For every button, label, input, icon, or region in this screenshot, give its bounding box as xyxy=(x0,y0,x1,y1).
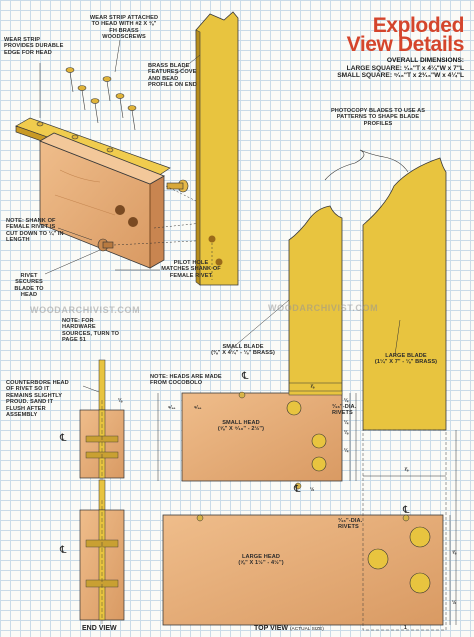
top-view-label: TOP VIEW (ACTUAL SIZE) xyxy=(254,625,324,632)
callout-note-shank: NOTE: SHANK OF FEMALE RIVET IS CUT DOWN … xyxy=(6,218,64,244)
dim-6: ¼ xyxy=(344,448,349,454)
photocopy-brace xyxy=(324,149,409,181)
rivet-male xyxy=(166,179,189,193)
centerline-mark-1: ℄ xyxy=(60,433,67,444)
callout-pilot-hole: PILOT HOLE MATCHES SHANK OF FEMALE RIVET xyxy=(161,260,221,279)
large-head-name: LARGE HEAD xyxy=(242,554,280,560)
dim-4: ¼ xyxy=(344,420,349,426)
dim-13: 1 xyxy=(404,625,407,631)
dim-11: ½ xyxy=(452,600,457,606)
large-blade-size: (1¼" x 7" - ⅛" BRASS) xyxy=(374,359,438,366)
centerline-mark-2: ℄ xyxy=(60,545,67,556)
dim-8: ⅞ xyxy=(310,384,315,390)
small-blade-size: (⅜" x 4¼" - ⅛" BRASS) xyxy=(211,350,275,357)
note-hardware-text: HARDWARE SOURCES, TURN TO PAGE 51 xyxy=(62,324,120,344)
rivet-female xyxy=(97,238,114,252)
small-blade-name: SMALL BLADE xyxy=(222,344,264,350)
note-shank-text: OF FEMALE RIVET IS CUT DOWN TO ¼" IN LEN… xyxy=(6,218,64,244)
title-line-2: View Details xyxy=(346,33,465,56)
dim-1: ⁹⁄₁₆ xyxy=(168,405,176,411)
top-view-note: (ACTUAL SIZE) xyxy=(289,627,324,632)
page-title: Exploded View Details xyxy=(346,14,465,56)
label-large-blade: LARGE BLADE (1¼" x 7" - ⅛" BRASS) xyxy=(368,353,444,366)
centerline-mark-5: ℄ xyxy=(403,505,410,516)
top-view-title: TOP VIEW xyxy=(254,625,288,632)
small-head-size: (⅝" x ⁹⁄₁₆" - 2½") xyxy=(217,426,265,433)
end-view-label: END VIEW xyxy=(82,625,117,632)
dim-5: ⅛ xyxy=(344,430,349,436)
watermark-right: WOODARCHIVIST.COM xyxy=(268,303,379,313)
small-square-dims: SMALL SQUARE: ⁹⁄₁₆"T x 2³⁄₁₆"W x 4¼"L xyxy=(337,72,464,80)
large-square-dims: LARGE SQUARE: ¹⁄₁₆"T x 4¼"W x 7"L xyxy=(346,64,464,72)
callout-wear-strip-edge: WEAR STRIP PROVIDES DURABLE EDGE FOR HEA… xyxy=(4,37,64,56)
centerline-mark-3: ℄ xyxy=(242,371,249,382)
small-blade-pattern xyxy=(288,205,343,393)
large-head-top-view xyxy=(162,429,447,631)
large-blade-pattern xyxy=(362,157,447,431)
note-shank-label: NOTE: SHANK xyxy=(6,218,46,224)
overall-heading: OVERALL DIMENSIONS: xyxy=(386,57,464,64)
large-head-size: (⅝" x 1½" - 4½") xyxy=(238,560,284,567)
large-blade-name: LARGE BLADE xyxy=(385,353,427,359)
brass-screws xyxy=(36,67,137,169)
label-small-blade: SMALL BLADE (⅜" x 4¼" - ⅛" BRASS) xyxy=(200,344,286,357)
watermark-left: WOODARCHIVIST.COM xyxy=(30,305,141,315)
small-head-name: SMALL HEAD xyxy=(222,420,260,426)
leader-lines xyxy=(39,39,401,393)
dim-3: ¼ xyxy=(344,398,349,404)
dim-12: ⅞ xyxy=(404,467,409,473)
dim-2: ⁹⁄₁₆ xyxy=(194,405,202,411)
callout-note-heads: NOTE: HEADS ARE MADE FROM COCOBOLO xyxy=(150,374,222,387)
callout-wear-strip-attached: WEAR STRIP ATTACHED TO HEAD WITH #2 x ⅜"… xyxy=(89,15,159,41)
label-small-head: SMALL HEAD (⅝" x ⁹⁄₁₆" - 2½") xyxy=(206,420,276,433)
dim-10: ⅝ xyxy=(452,550,457,556)
centerline-mark-4: ℄ xyxy=(294,484,301,495)
top-view-screws xyxy=(196,391,410,522)
callout-rivets-large: ³⁄₁₆"-DIA. RIVETS xyxy=(338,518,363,531)
dim-7: ½ xyxy=(310,487,315,493)
callout-photocopy: PHOTOCOPY BLADES TO USE AS PATTERNS TO S… xyxy=(330,108,426,127)
callout-note-hardware: NOTE: FOR HARDWARE SOURCES, TURN TO PAGE… xyxy=(62,318,122,344)
dimension-lines xyxy=(157,382,457,625)
title-line-1: Exploded xyxy=(372,14,465,37)
end-view-large xyxy=(79,479,125,625)
small-head-top-view xyxy=(181,390,343,482)
dim-9: ⅛ xyxy=(118,398,123,404)
label-large-head: LARGE HEAD (⅝" x 1½" - 4½") xyxy=(216,554,306,567)
callout-rivet-secures: RIVET SECURES BLADE TO HEAD xyxy=(14,273,44,299)
overall-dimensions: OVERALL DIMENSIONS: LARGE SQUARE: ¹⁄₁₆"T… xyxy=(337,57,464,80)
brass-blade-exploded xyxy=(195,11,239,286)
callout-brass-blade: BRASS BLADE FEATURES COVE AND BEAD PROFI… xyxy=(148,63,197,89)
callout-rivets-small: ³⁄₁₆"-DIA. RIVETS xyxy=(332,404,357,417)
end-view-small xyxy=(79,359,125,500)
note-hardware-label: NOTE: FOR xyxy=(62,318,94,324)
callout-counterbore: COUNTERBORE HEAD OF RIVET SO IT REMAINS … xyxy=(6,380,69,419)
head-block xyxy=(39,132,165,269)
